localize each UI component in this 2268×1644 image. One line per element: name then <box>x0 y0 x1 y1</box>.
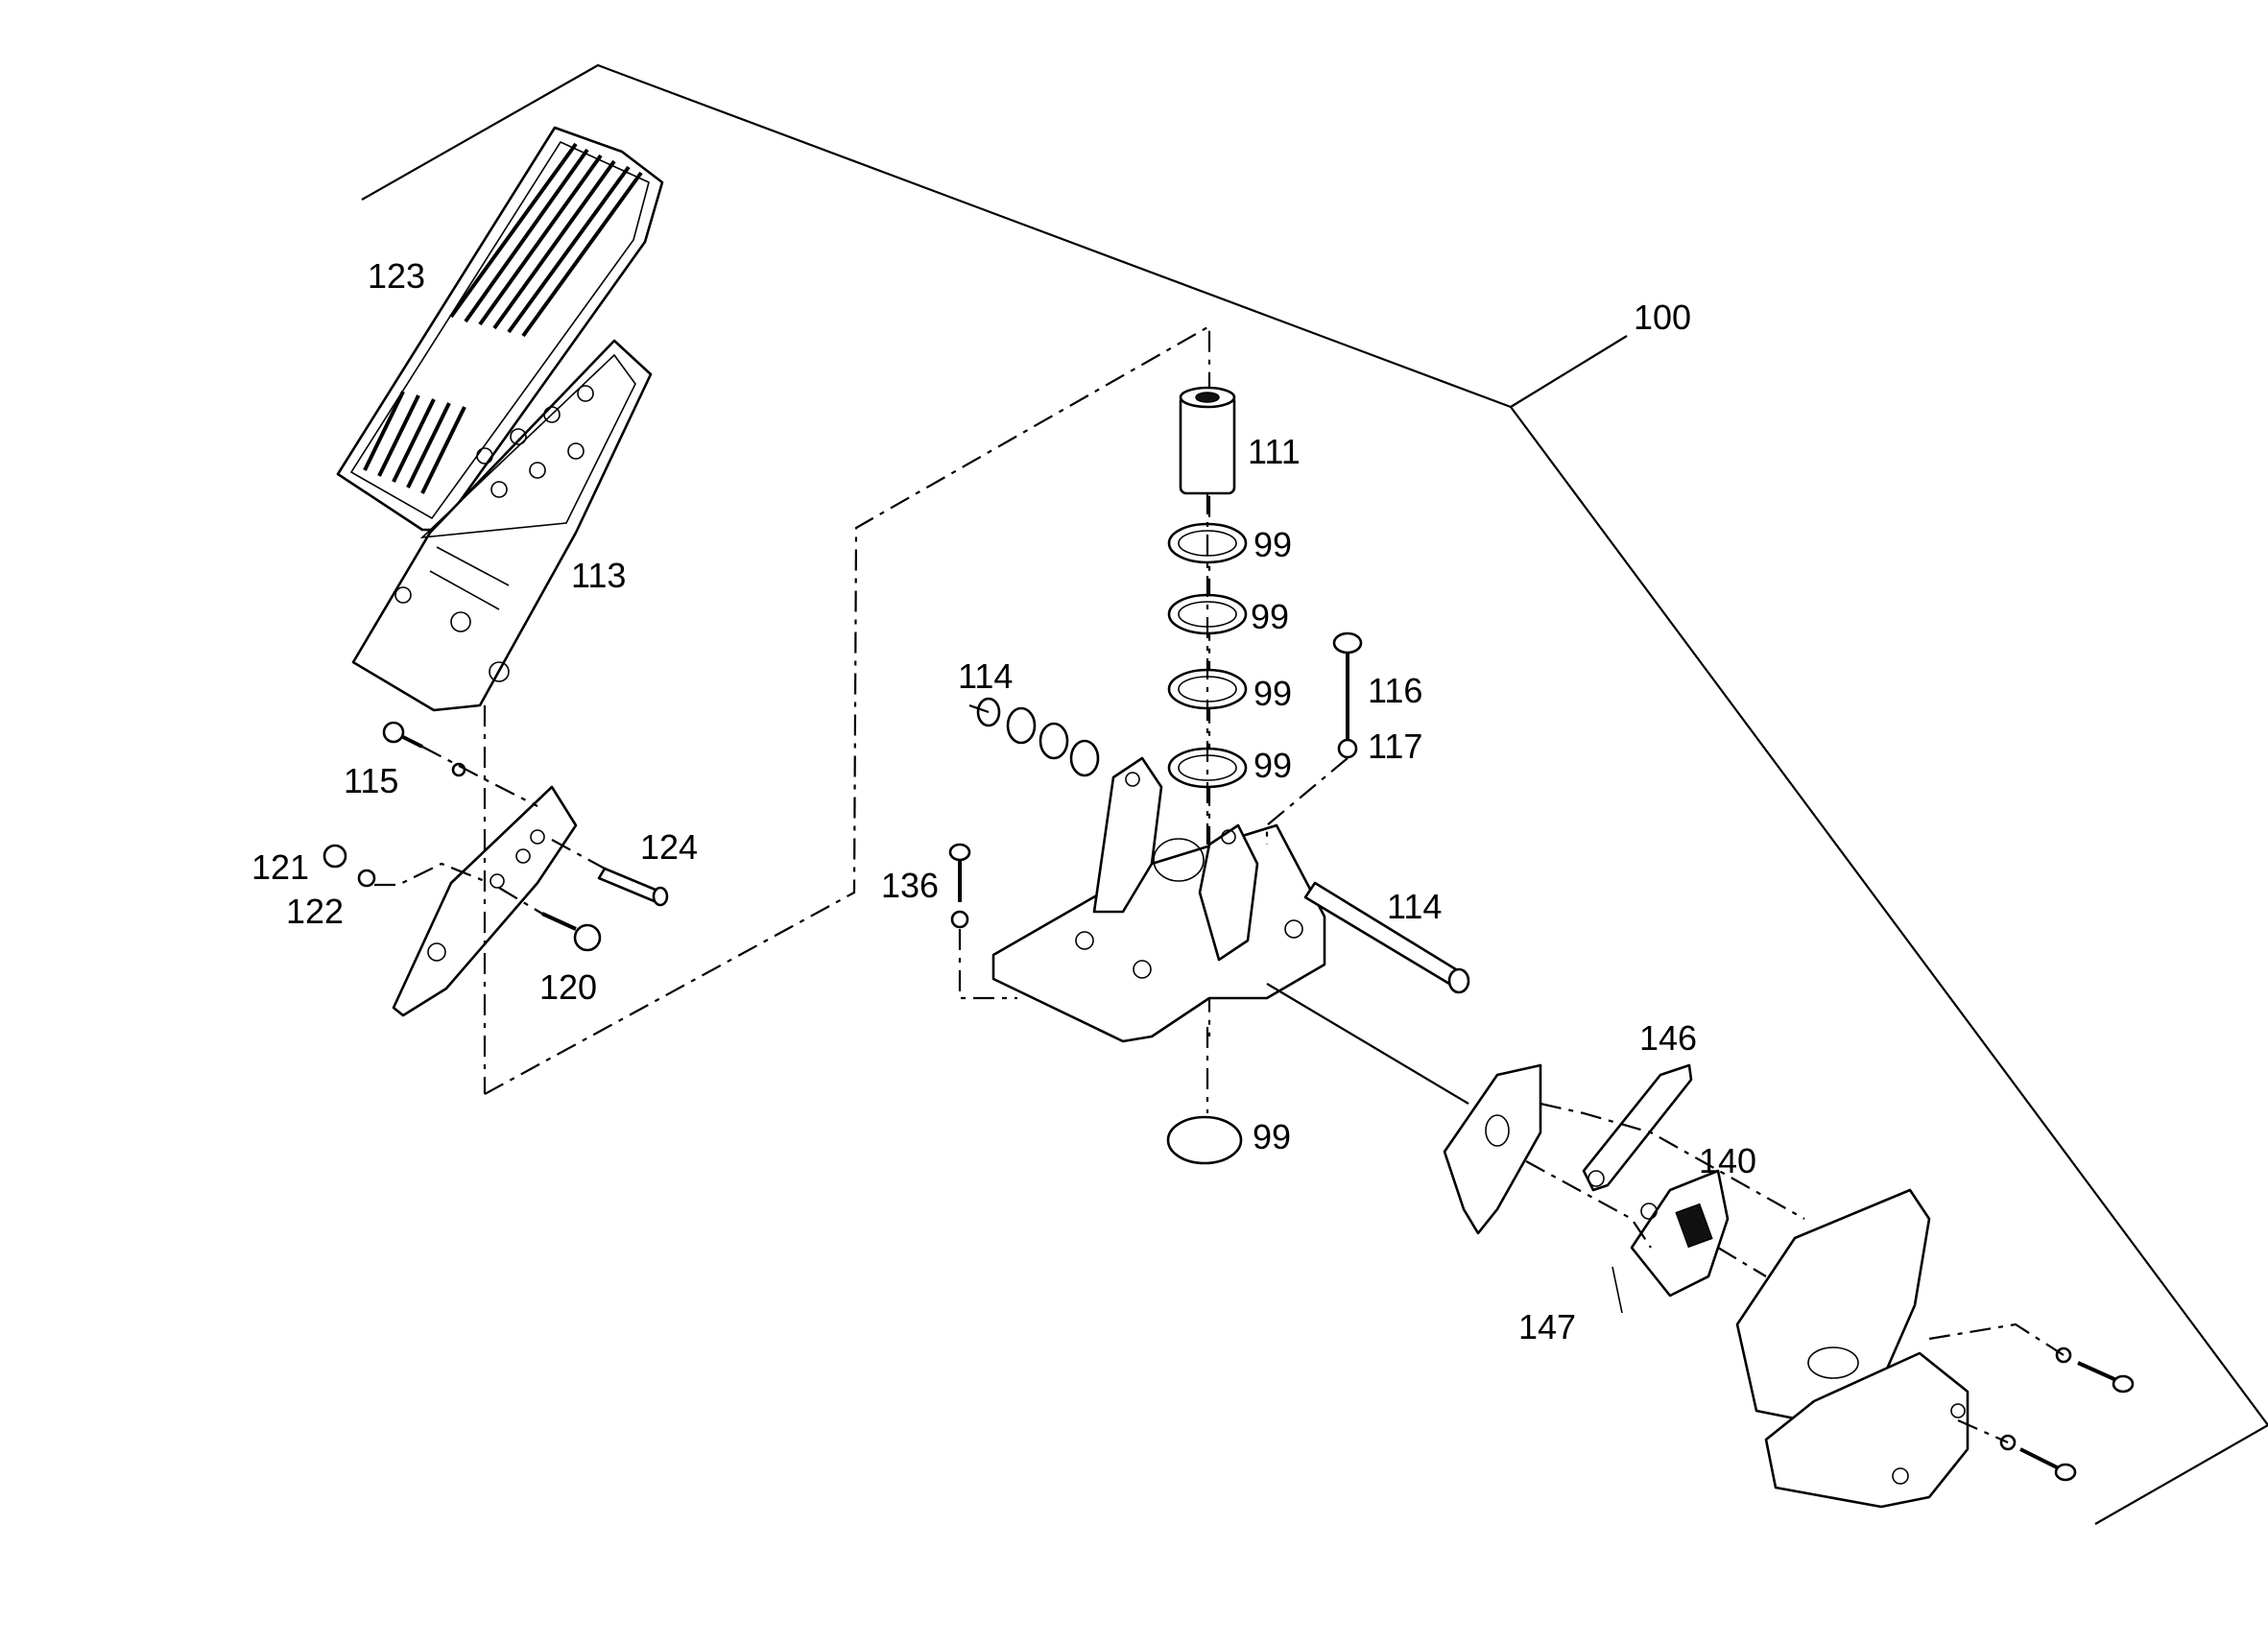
label-116: 116 <box>1368 671 1422 710</box>
label-147: 147 <box>1518 1307 1576 1346</box>
leader-147 <box>1611 1266 1623 1314</box>
assembly-boundary <box>361 63 2268 1525</box>
pedal-pad <box>336 126 664 532</box>
screw-116 <box>1332 631 1363 759</box>
label-121: 121 <box>251 847 309 887</box>
pedal-arm <box>351 339 653 712</box>
label-99-3: 99 <box>1253 674 1292 713</box>
washers-114 <box>976 697 1100 777</box>
label-140: 140 <box>1699 1141 1756 1180</box>
label-99-5: 99 <box>1253 1117 1291 1156</box>
label-115: 115 <box>344 761 398 800</box>
leader-right-bolts <box>1928 1322 2065 1356</box>
nut-121 <box>322 844 376 888</box>
leader-bracket-lower <box>1525 1160 1652 1249</box>
enclosure-dashed <box>484 324 1211 1095</box>
label-100: 100 <box>1634 298 1691 337</box>
leader-100 <box>1510 335 1628 408</box>
label-123: 123 <box>368 256 425 296</box>
label-122: 122 <box>286 892 344 931</box>
label-99-1: 99 <box>1253 525 1292 564</box>
pin-114 <box>1303 881 1470 994</box>
sensor-140 <box>1630 1169 1730 1298</box>
leader-sensor <box>1266 983 1469 1105</box>
bushing-111 <box>1179 386 1236 495</box>
leader-121 <box>374 862 486 887</box>
bolt-120 <box>541 912 602 952</box>
leader-120 <box>498 887 543 915</box>
bolt-right-lower <box>1999 1434 2077 1482</box>
label-99-2: 99 <box>1251 597 1289 636</box>
label-146: 146 <box>1639 1018 1697 1058</box>
mount-housing <box>1735 1188 1970 1509</box>
oring-99-5 <box>1166 1115 1243 1165</box>
label-114-washers: 114 <box>958 656 1013 696</box>
label-120: 120 <box>539 967 597 1007</box>
leader-114-washers <box>968 703 990 714</box>
label-136: 136 <box>881 866 939 905</box>
sensor-bracket <box>1443 1063 1542 1235</box>
label-113: 113 <box>571 556 626 595</box>
leader-124 <box>551 839 606 870</box>
leader-sensor-housing <box>1717 1247 1767 1277</box>
label-114-pin: 114 <box>1387 887 1442 926</box>
leader-right-bolts-2 <box>1957 1418 2009 1444</box>
bolt-right-upper <box>2055 1346 2135 1394</box>
label-99-4: 99 <box>1253 746 1292 785</box>
leader-115 <box>421 746 538 807</box>
pin-124 <box>597 867 669 907</box>
label-124: 124 <box>640 827 698 867</box>
screw-136 <box>948 843 971 929</box>
label-111: 111 <box>1248 432 1301 471</box>
label-117: 117 <box>1368 727 1422 766</box>
pedal-base <box>991 756 1326 1043</box>
